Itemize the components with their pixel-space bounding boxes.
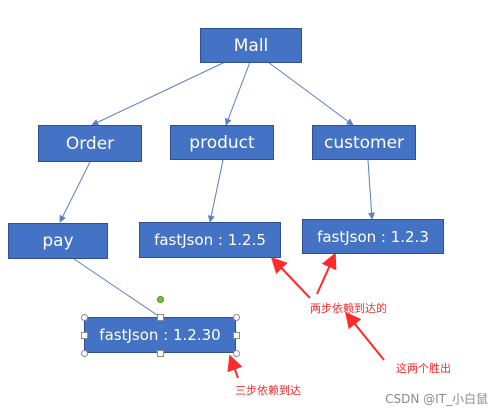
annotation-two-step: 两步依赖到达的 bbox=[310, 302, 387, 315]
node-product[interactable]: product bbox=[170, 125, 274, 160]
edge-mall-product bbox=[224, 61, 251, 126]
resize-handle-right[interactable] bbox=[233, 332, 240, 339]
edge-order-pay bbox=[59, 161, 91, 223]
edge-mall-customer bbox=[267, 61, 354, 126]
node-fastjson-1230[interactable]: fastJson : 1.2.30 bbox=[84, 317, 236, 353]
node-customer[interactable]: customer bbox=[312, 125, 416, 160]
edge-pay-fastjson1230 bbox=[73, 258, 161, 318]
csdn-watermark: CSDN @IT_小白鼠 bbox=[385, 392, 488, 406]
resize-handle-top[interactable] bbox=[157, 314, 164, 321]
annotation-arrow-three-step bbox=[227, 354, 243, 379]
edge-product-fastjson125 bbox=[207, 159, 224, 223]
node-fastjson-125[interactable]: fastJson : 1.2.5 bbox=[139, 222, 281, 258]
resize-handle-bottom-right[interactable] bbox=[233, 350, 240, 357]
resize-handle-bottom-left[interactable] bbox=[81, 350, 88, 357]
edge-mall-order bbox=[91, 61, 226, 126]
resize-handle-left[interactable] bbox=[81, 332, 88, 339]
node-mall[interactable]: Mall bbox=[200, 28, 302, 63]
node-fastjson-123[interactable]: fastJson : 1.2.3 bbox=[302, 219, 444, 254]
node-order[interactable]: Order bbox=[38, 125, 142, 162]
rotate-handle[interactable] bbox=[157, 296, 164, 303]
resize-handle-bottom[interactable] bbox=[157, 350, 164, 357]
resize-handle-top-left[interactable] bbox=[81, 314, 88, 321]
annotation-three-step: 三步依赖到达 bbox=[235, 384, 301, 397]
annotation-arrow-to-123 bbox=[316, 252, 337, 295]
edge-customer-fastjson123 bbox=[367, 159, 376, 220]
annotation-these-two-win: 这两个胜出 bbox=[396, 362, 451, 375]
annotation-arrow-these-two bbox=[344, 311, 385, 361]
annotation-arrow-to-125 bbox=[270, 256, 311, 299]
node-pay[interactable]: pay bbox=[8, 223, 108, 259]
resize-handle-top-right[interactable] bbox=[233, 314, 240, 321]
